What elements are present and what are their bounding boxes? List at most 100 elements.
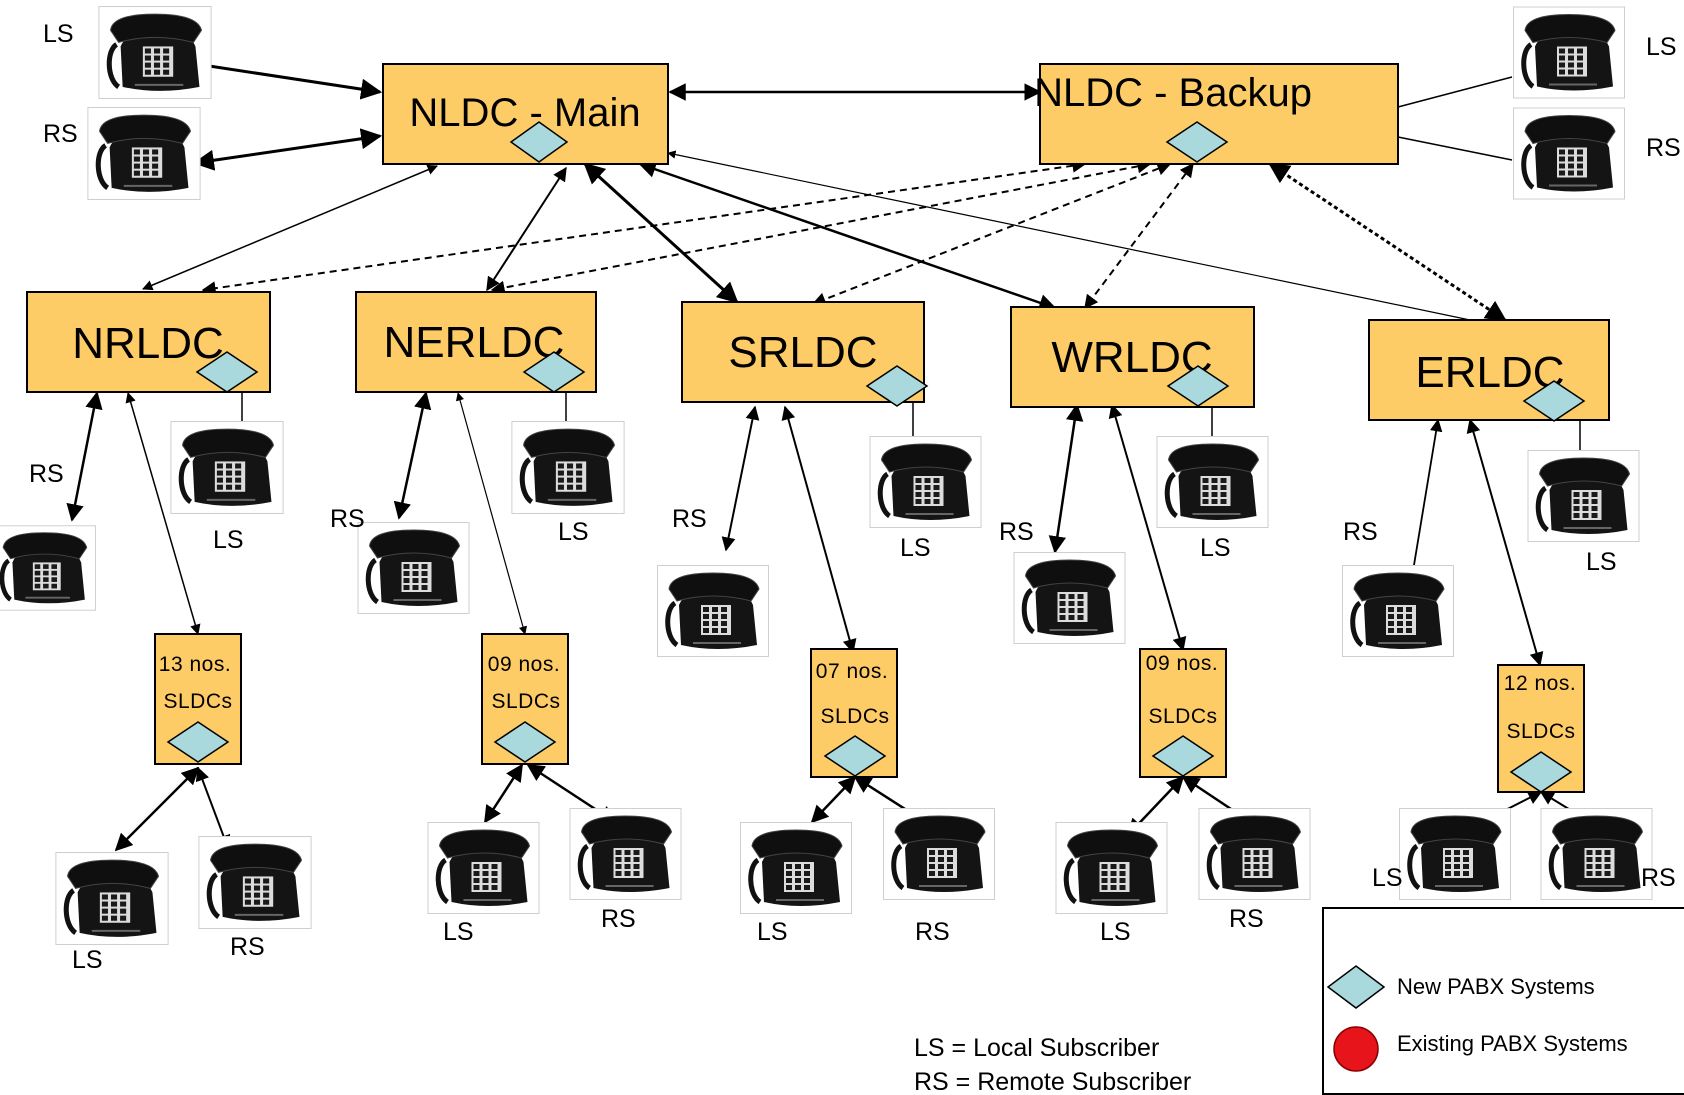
nldc-main-label: NLDC - Main <box>409 91 640 135</box>
rs-label: RS <box>601 905 636 933</box>
wrldc-box <box>1010 306 1255 408</box>
ls-label: LS <box>1100 918 1131 946</box>
phone-icon <box>1528 451 1639 542</box>
link-srldc-rs <box>721 405 760 552</box>
new-pabx-icon <box>1509 751 1573 793</box>
phone-icon <box>428 823 539 914</box>
link-nerldc-rs <box>393 391 432 520</box>
phone-icon <box>1400 809 1511 900</box>
existing-pabx-icon <box>1333 1026 1379 1072</box>
rs-label: RS <box>1641 864 1676 892</box>
phone-icon <box>1056 823 1167 914</box>
node-nldc-main: NLDC - Main <box>382 63 669 165</box>
subscriber-labels: LS RS LS RS RS LS LS RS RS LS LS RS RS L… <box>29 20 1681 974</box>
link-main-nerldc <box>486 166 567 292</box>
link-sldc1-ls <box>114 766 200 852</box>
legend-existing-pabx-label: Existing PABX Systems <box>1397 1031 1628 1056</box>
node-sldc-group: 07 nos. SLDCs <box>810 648 898 778</box>
rs-definition: RS = Remote Subscriber <box>914 1068 1191 1095</box>
link-erldc-rs <box>1413 418 1443 566</box>
link-nrldc-sldc <box>125 391 201 636</box>
new-pabx-icon <box>509 121 569 163</box>
new-pabx-icon <box>1326 965 1386 1009</box>
link-backup-rs <box>1397 136 1513 161</box>
link-backup-wrldc <box>1084 162 1194 310</box>
link-backup-nrldc <box>201 158 1087 296</box>
new-pabx-icon <box>195 351 259 393</box>
srldc-label: SRLDC <box>728 328 877 377</box>
sldc-count: 09 nos. <box>488 653 560 676</box>
legend-new-pabx-label: New PABX Systems <box>1397 974 1595 999</box>
phone-icon <box>884 809 995 900</box>
rs-label: RS <box>1343 518 1378 546</box>
link-nerldc-sldc <box>455 392 528 635</box>
phone-icon <box>741 823 852 914</box>
legend-box <box>1322 907 1684 1095</box>
phone-icon <box>1541 809 1652 900</box>
ls-label: LS <box>558 518 589 546</box>
link-wrldc-sldc <box>1108 403 1187 652</box>
phone-icon <box>1514 108 1625 199</box>
link-sldc2-ls <box>483 763 524 824</box>
node-nerldc: NERLDC <box>355 291 597 393</box>
rs-label: RS <box>999 518 1034 546</box>
phone-icon <box>1157 437 1268 528</box>
erldc-label: ERLDC <box>1415 348 1564 397</box>
ls-definition: LS = Local Subscriber <box>914 1034 1159 1062</box>
node-sldc-group: 09 nos. SLDCs <box>1139 648 1227 778</box>
phone-icon <box>358 523 469 614</box>
link-backup-erldc <box>1268 162 1507 322</box>
phone-icon <box>1343 566 1454 657</box>
rs-label: RS <box>1229 905 1264 933</box>
link-backup-srldc <box>811 162 1172 306</box>
ls-label: LS <box>213 526 244 554</box>
new-pabx-icon <box>493 721 557 763</box>
link-main-ls <box>180 54 383 100</box>
new-pabx-icon <box>166 721 230 763</box>
ls-label: LS <box>72 946 103 974</box>
new-pabx-icon <box>1522 380 1586 422</box>
sldc-label: SLDCs <box>491 690 560 713</box>
rs-label: RS <box>230 933 265 961</box>
legend: New PABX Systems Existing PABX Systems <box>1322 907 1684 1095</box>
node-sldc-group: 09 nos. SLDCs <box>481 633 569 765</box>
new-pabx-icon <box>1151 735 1215 777</box>
ls-label: LS <box>1646 33 1677 61</box>
rs-label: RS <box>29 460 64 488</box>
link-sldc3-ls <box>810 775 857 824</box>
new-pabx-icon <box>823 735 887 777</box>
nldc-backup-label: NLDC - Backup <box>1034 71 1312 115</box>
new-pabx-icon <box>1166 365 1230 407</box>
phone-icon <box>88 108 200 200</box>
new-pabx-icon <box>1165 121 1229 163</box>
ls-label: LS <box>1372 864 1403 892</box>
rs-label: RS <box>330 505 365 533</box>
link-erldc-sldc <box>1466 418 1544 667</box>
ls-label: LS <box>43 20 74 48</box>
link-srldc-sldc <box>781 405 857 654</box>
phone-icon <box>570 809 681 900</box>
phone-icon <box>512 422 624 514</box>
sldc-label: SLDCs <box>163 690 232 713</box>
telephones <box>0 7 1652 945</box>
link-backup-ls <box>1397 76 1513 108</box>
sldc-label: SLDCs <box>820 705 889 728</box>
new-pabx-icon <box>522 351 586 393</box>
ls-label: LS <box>1586 548 1617 576</box>
phone-icon <box>56 853 168 945</box>
sldc-count: 13 nos. <box>159 653 231 676</box>
node-sldc-group: 13 nos. SLDCs <box>154 633 242 765</box>
ls-label: LS <box>1200 534 1231 562</box>
node-nrldc: NRLDC <box>26 291 271 393</box>
new-pabx-icon <box>865 365 929 407</box>
phone-icon <box>1199 809 1310 900</box>
sldc-count: 09 nos. <box>1146 652 1218 675</box>
ls-label: LS <box>900 534 931 562</box>
phone-icon <box>1514 7 1625 98</box>
rs-label: RS <box>43 120 78 148</box>
phone-icon <box>1014 553 1125 644</box>
rs-label: RS <box>915 918 950 946</box>
sldc-label: SLDCs <box>1506 720 1575 743</box>
phone-icon <box>870 437 981 528</box>
